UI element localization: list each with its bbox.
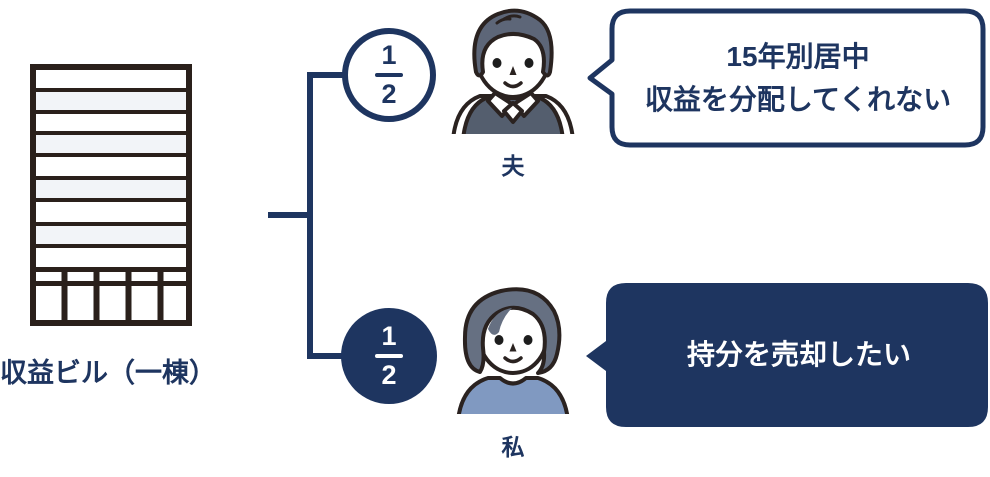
husband-speech-bubble-outline (587, 8, 986, 148)
husband-speech-bubble: 15年別居中 収益を分配してくれない (586, 8, 986, 148)
wife-speech-line1: 持分を売却したい (686, 339, 911, 371)
connector-arm-wife (307, 353, 349, 359)
connector-vertical-line (307, 72, 313, 359)
husband-share-circle: 1 2 (342, 28, 436, 122)
husband-speech-line2: 収益を分配してくれない (644, 84, 952, 115)
husband-share-fraction-bar (375, 73, 403, 77)
building-icon (30, 64, 192, 326)
husband-speech-line1: 15年別居中 (726, 40, 870, 72)
wife-avatar-icon (456, 287, 570, 414)
wife-share-denominator: 2 (381, 360, 397, 390)
husband-speech-text: 15年別居中 収益を分配してくれない (612, 8, 984, 148)
connector-arm-husband (307, 72, 349, 78)
wife-share-numerator: 1 (381, 321, 397, 351)
husband-share-numerator: 1 (381, 40, 397, 70)
connector-stub-line (268, 212, 312, 218)
husband-share-denominator: 2 (381, 79, 397, 109)
wife-speech-text: 持分を売却したい (612, 283, 986, 427)
wife-speech-bubble-shape (586, 283, 988, 427)
husband-avatar-icon (451, 8, 575, 134)
husband-label: 夫 (501, 153, 525, 179)
building-label: 収益ビル（一棟） (0, 358, 216, 388)
wife-share-circle: 1 2 (341, 308, 437, 404)
wife-speech-bubble: 持分を売却したい (586, 283, 988, 427)
wife-share-fraction-bar (375, 354, 403, 358)
wife-label: 私 (501, 434, 525, 460)
